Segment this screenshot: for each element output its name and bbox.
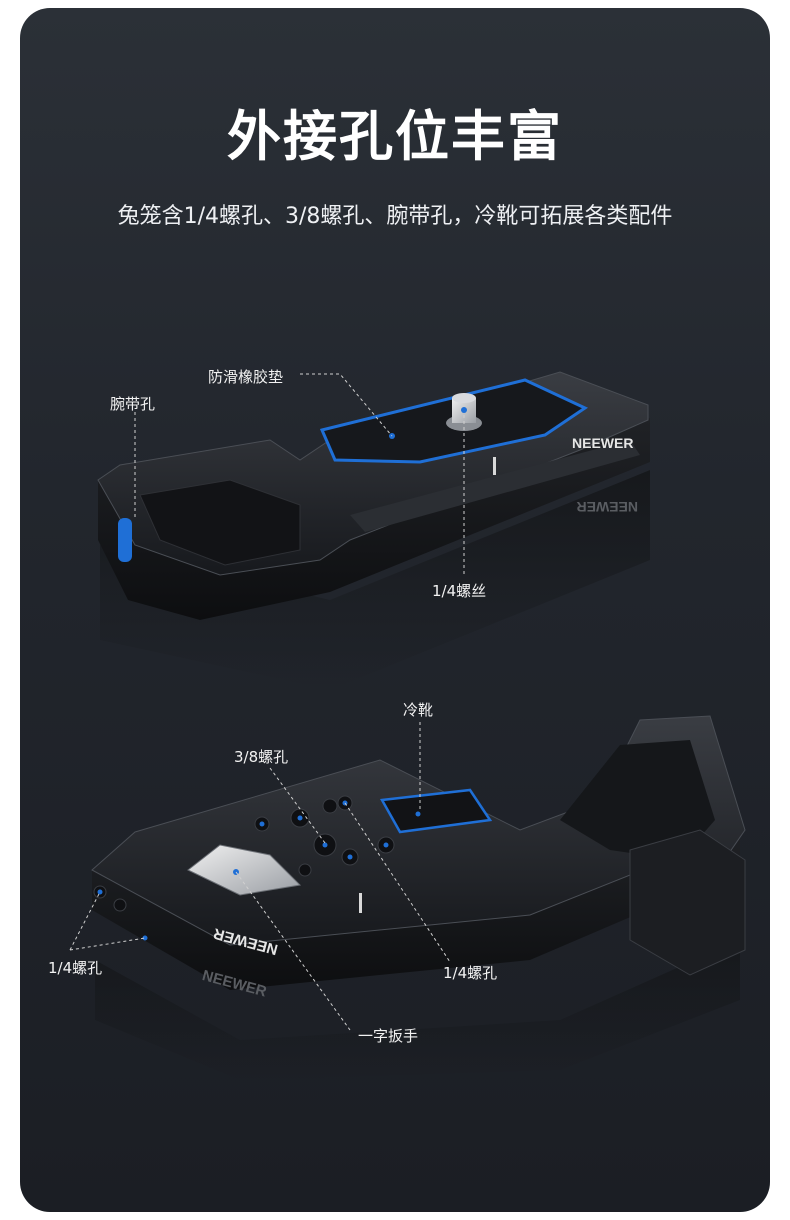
- top-plate-reflection: [100, 470, 650, 690]
- strap-hole-highlight: [118, 518, 132, 562]
- frame-cutout: [560, 740, 715, 860]
- label-strap-hole: 腕带孔: [110, 395, 156, 413]
- label-wrench: 一字扳手: [358, 1027, 419, 1045]
- top-brand-reflection: NEEWER: [577, 499, 638, 515]
- quarter-inch-screw: [446, 393, 482, 431]
- label-screw: 1/4螺丝: [432, 582, 487, 600]
- cold-shoe: [379, 788, 493, 834]
- label-cold-shoe: 冷靴: [403, 701, 434, 719]
- label-hole-14-right: 1/4螺孔: [443, 964, 498, 982]
- bottom-center-mark: [359, 893, 362, 913]
- label-hole-38: 3/8螺孔: [234, 748, 289, 766]
- grip-block: [629, 829, 746, 976]
- grip-cutout: [139, 479, 301, 566]
- page-subtitle: 兔笼含1/4螺孔、3/8螺孔、腕带孔，冷靴可拓展各类配件: [117, 204, 673, 229]
- top-plate: [97, 371, 650, 690]
- bottom-plate-reflection: [95, 940, 740, 1080]
- rail-groove: [350, 440, 640, 532]
- top-brand-logo: NEEWER: [572, 435, 633, 451]
- label-hole-14-left: 1/4螺孔: [48, 959, 103, 977]
- bottom-plate: [91, 715, 746, 1080]
- top-leader-lines: [134, 373, 465, 575]
- center-mark: [493, 457, 496, 475]
- bottom-plate-side: [92, 830, 740, 990]
- page-title: 外接孔位丰富: [227, 105, 563, 168]
- bottom-leader-lines: [69, 722, 451, 1031]
- label-anti-slip-pad: 防滑橡胶垫: [208, 368, 284, 386]
